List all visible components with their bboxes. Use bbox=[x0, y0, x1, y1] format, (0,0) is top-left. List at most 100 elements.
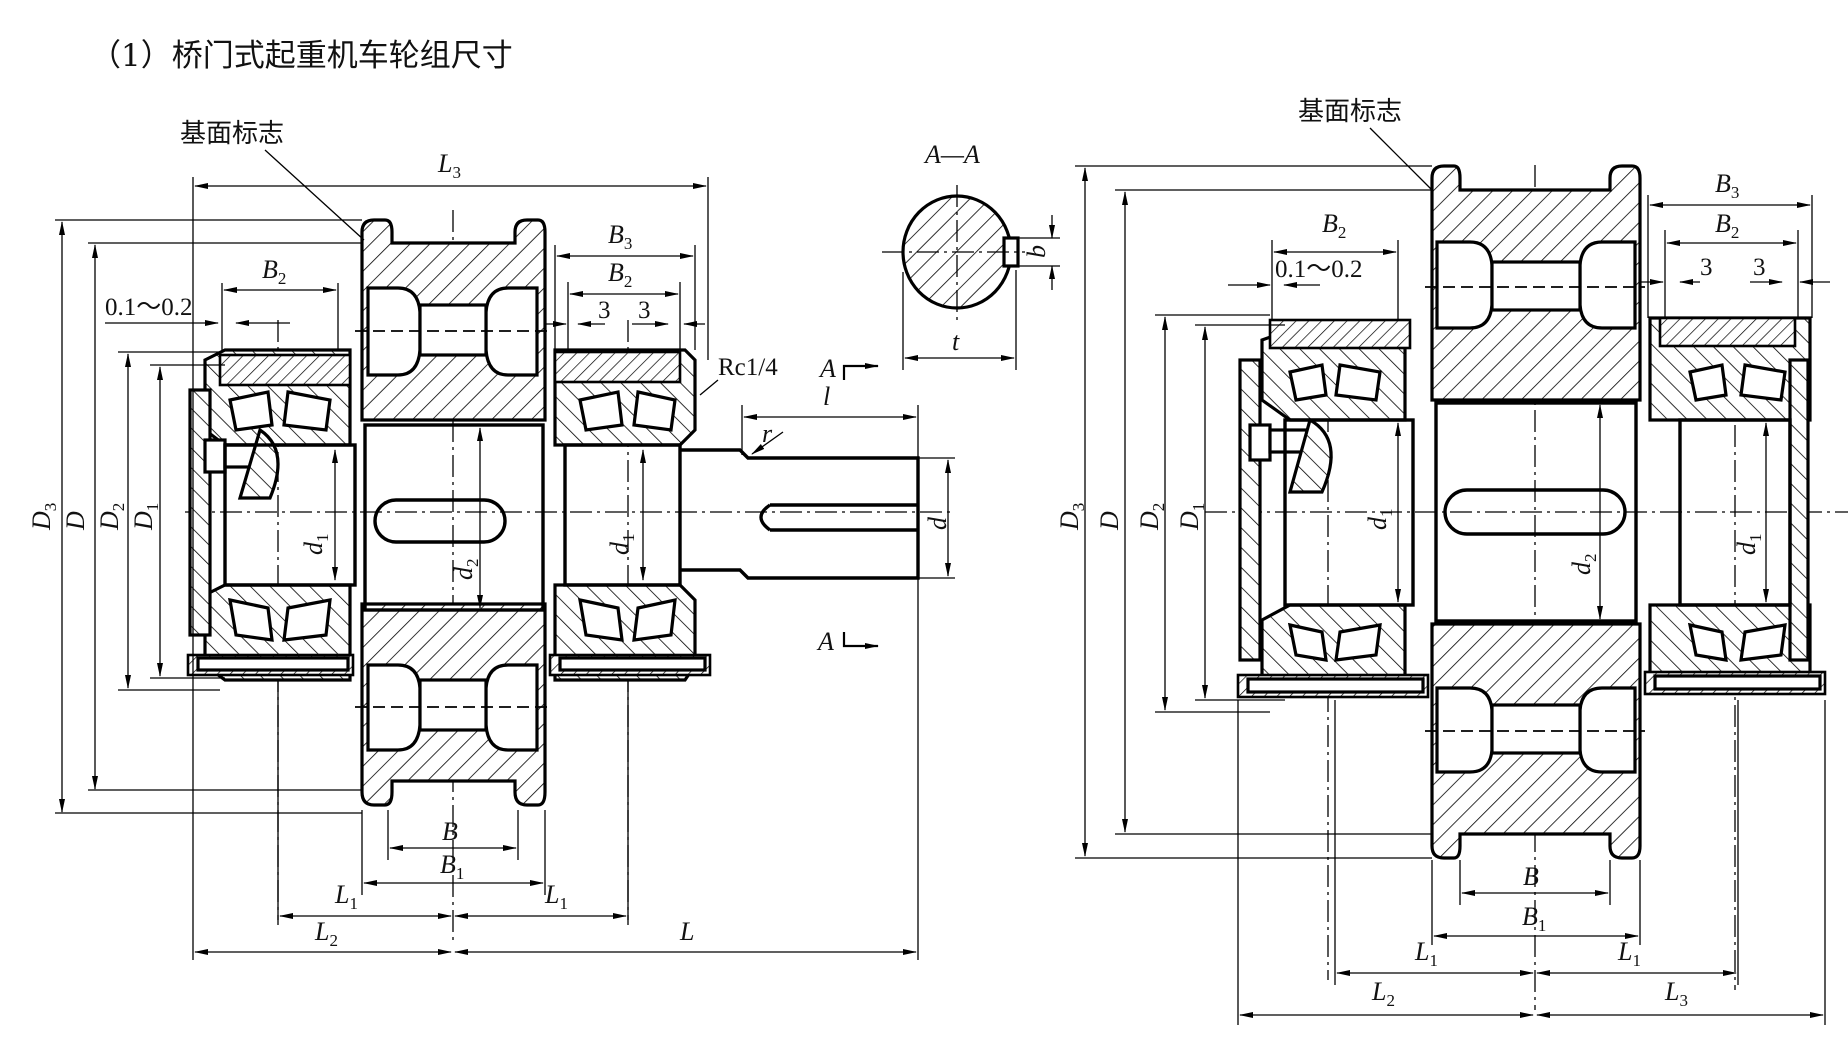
r-label-B1: B1 bbox=[1522, 902, 1546, 935]
keyway-slot-right bbox=[759, 503, 918, 532]
left-roller-3 bbox=[228, 597, 274, 642]
r-label-d1-right: d1 bbox=[1732, 534, 1765, 556]
r-right-roller-1 bbox=[1688, 363, 1728, 402]
r-label-d2: d2 bbox=[1567, 554, 1600, 576]
r-label-L1-left: L1 bbox=[1414, 937, 1438, 970]
r-label-L2: L2 bbox=[1371, 977, 1395, 1010]
label-B: B bbox=[442, 817, 458, 846]
left-roller-4 bbox=[282, 598, 332, 642]
r-label-D: D bbox=[1095, 511, 1124, 531]
label-d2: d2 bbox=[449, 559, 482, 581]
r-label-B3: B3 bbox=[1715, 169, 1739, 202]
r-label-d1-left: d1 bbox=[1363, 509, 1396, 531]
right-roller-3 bbox=[578, 597, 624, 642]
label-L1-right: L1 bbox=[544, 880, 568, 913]
r-right-through-bolt bbox=[1653, 674, 1822, 691]
r-label-B2-right: B2 bbox=[1715, 209, 1739, 242]
label-clearance: 0.1～0.2 bbox=[105, 294, 193, 321]
r-label-clearance: 0.1～0.2 bbox=[1275, 256, 1363, 283]
right-bearing-bore bbox=[563, 443, 682, 587]
label-L3: L3 bbox=[437, 149, 461, 182]
shaft-end-plate bbox=[237, 427, 280, 500]
label-gap-3a: 3 bbox=[598, 297, 611, 324]
label-l: l bbox=[823, 382, 830, 411]
label-gap-3b: 3 bbox=[638, 297, 651, 324]
r-web-cavity-top-left bbox=[1435, 240, 1494, 330]
label-datum-mark-right: 基面标志 bbox=[1298, 97, 1402, 127]
label-d1-left: d1 bbox=[299, 534, 332, 556]
r-label-D3: D3 bbox=[1055, 503, 1088, 531]
right-view: 基面标志 D3 D D2 D1 d1 d2 d1 B2 0.1～0.2 bbox=[1055, 97, 1848, 1025]
r-right-roller-4 bbox=[1739, 623, 1787, 662]
label-B3: B3 bbox=[608, 220, 632, 253]
section-title: A—A bbox=[923, 140, 980, 169]
leader-datum-right bbox=[1369, 127, 1433, 191]
r-left-roller-2 bbox=[1334, 363, 1382, 402]
right-through-bolt bbox=[558, 656, 707, 672]
r-web-cavity-bottom-right bbox=[1578, 686, 1637, 774]
label-t: t bbox=[952, 327, 960, 356]
wheel-web-hole-top bbox=[418, 303, 488, 357]
r-web-hole-bottom bbox=[1490, 703, 1582, 755]
leader-r bbox=[751, 431, 784, 455]
left-bearing-bore bbox=[223, 443, 357, 587]
r-label-gap-3b: 3 bbox=[1753, 254, 1766, 281]
r-label-B2-left: B2 bbox=[1322, 209, 1346, 242]
r-label-L3: L3 bbox=[1664, 977, 1688, 1010]
wheel-web-hole-bottom bbox=[418, 678, 488, 732]
section-arrow-top bbox=[842, 363, 879, 380]
right-bearing-cap-top bbox=[553, 350, 682, 384]
r-web-cavity-top-right bbox=[1578, 240, 1637, 330]
r-right-bearing-bore bbox=[1678, 418, 1792, 607]
r-right-roller-2 bbox=[1739, 363, 1787, 402]
left-view: D3 D D2 D1 d1 d2 d1 d l r Rc1/4 A A bbox=[27, 119, 955, 960]
wheel-hub-bore bbox=[363, 423, 545, 612]
r-left-bearing-bore bbox=[1283, 418, 1415, 607]
wheel-web-cavity-top-right bbox=[484, 286, 539, 377]
right-roller-2 bbox=[632, 390, 677, 432]
r-right-roller-3 bbox=[1687, 622, 1728, 662]
label-datum-mark-left: 基面标志 bbox=[180, 119, 284, 149]
label-d1-right: d1 bbox=[605, 534, 638, 556]
label-L: L bbox=[679, 917, 694, 946]
cover-bolt-head bbox=[203, 438, 227, 474]
r-shaft-end-plate bbox=[1287, 417, 1333, 494]
r-label-B: B bbox=[1523, 862, 1539, 891]
left-roller-1 bbox=[228, 390, 274, 432]
label-D: D bbox=[61, 511, 90, 531]
section-arrow-bottom bbox=[842, 632, 879, 649]
label-B2-right: B2 bbox=[608, 258, 632, 291]
r-wheel-hub-bore bbox=[1434, 401, 1638, 623]
r-left-roller-1 bbox=[1288, 363, 1328, 402]
r-label-L1-right: L1 bbox=[1617, 937, 1641, 970]
section-mark-a-top: A bbox=[818, 354, 836, 383]
label-thread-rc: Rc1/4 bbox=[718, 354, 778, 381]
label-D1: D1 bbox=[129, 503, 162, 531]
section-mark-a-bottom: A bbox=[816, 627, 834, 656]
wheel-web-cavity-bottom-right bbox=[484, 663, 539, 752]
r-label-D1: D1 bbox=[1175, 503, 1208, 531]
right-roller-1 bbox=[578, 390, 624, 432]
r-right-end-cover bbox=[1788, 358, 1810, 662]
r-cover-bolt-head bbox=[1248, 423, 1272, 462]
left-bearing-cap-top bbox=[218, 353, 352, 387]
left-roller-2 bbox=[282, 390, 332, 432]
leader-datum-left bbox=[264, 149, 365, 241]
label-D2: D2 bbox=[95, 503, 128, 531]
label-D3: D3 bbox=[27, 503, 60, 531]
shaft-extension bbox=[680, 448, 920, 580]
label-L2: L2 bbox=[314, 917, 338, 950]
label-r: r bbox=[762, 419, 773, 448]
label-B2-left: B2 bbox=[262, 255, 286, 288]
r-left-bearing-cap-top bbox=[1268, 318, 1412, 350]
page-title: （1）桥门式起重机车轮组尺寸 bbox=[90, 38, 513, 74]
label-b: b bbox=[1022, 245, 1051, 258]
r-label-D2: D2 bbox=[1135, 503, 1168, 531]
leader-thread bbox=[699, 379, 719, 396]
section-a-a-view: A—A b t bbox=[882, 140, 1060, 370]
label-L1-left: L1 bbox=[334, 880, 358, 913]
r-right-bearing-cap-top bbox=[1658, 316, 1797, 348]
r-keyway-slot bbox=[1443, 488, 1627, 536]
r-web-cavity-bottom-left bbox=[1435, 686, 1494, 774]
